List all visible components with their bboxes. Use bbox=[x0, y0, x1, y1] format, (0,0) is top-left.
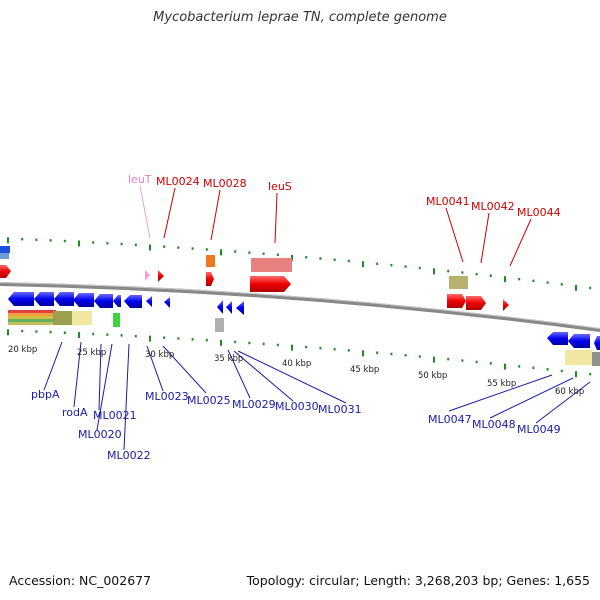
gene-ML0024-arrow bbox=[158, 270, 164, 282]
gene-leuS-box bbox=[251, 258, 292, 272]
gene-rodA-arrow bbox=[34, 292, 54, 306]
feature-lightblue-small bbox=[0, 253, 9, 259]
scale-label: 20 kbp bbox=[8, 345, 37, 355]
gene-ML0031-arrow bbox=[236, 301, 244, 315]
label-ML0029: ML0029 bbox=[232, 398, 276, 411]
gene-ML0042-arrow bbox=[466, 296, 486, 310]
feature-yellow-box bbox=[565, 350, 592, 365]
gene-ML0041-box bbox=[449, 276, 468, 289]
label-ML0022: ML0022 bbox=[107, 449, 151, 462]
gene-ML0047-arrow bbox=[547, 332, 568, 345]
label-ML0049: ML0049 bbox=[517, 423, 561, 436]
lower-tick-track bbox=[7, 329, 592, 378]
label-ML0024: ML0024 bbox=[156, 175, 200, 188]
gene-pbpA-arrow bbox=[8, 292, 34, 306]
forward-feature-track bbox=[0, 246, 509, 311]
label-ML0023: ML0023 bbox=[145, 390, 189, 403]
label-ML0021: ML0021 bbox=[93, 409, 137, 422]
scale-label: 40 kbp bbox=[282, 359, 311, 369]
genome-backbone bbox=[0, 282, 600, 332]
scale-label: 55 kbp bbox=[487, 379, 516, 389]
gene-ML0028-box bbox=[206, 255, 215, 267]
gene-arrow-small-2 bbox=[164, 297, 170, 308]
label-ML0030: ML0030 bbox=[275, 400, 319, 413]
gene-arrow-small bbox=[113, 295, 121, 307]
map-title: Mycobacterium leprae TN, complete genome bbox=[153, 10, 447, 25]
label-ML0025: ML0025 bbox=[187, 394, 231, 407]
striped-feature-block bbox=[8, 310, 120, 327]
gene-ML0020-arrow bbox=[54, 292, 74, 306]
gene-ML0022-arrow bbox=[94, 294, 113, 308]
gene-ML0028-arrow bbox=[206, 272, 214, 286]
label-ML0028: ML0028 bbox=[203, 177, 247, 190]
gene-ML0021-arrow bbox=[73, 293, 94, 307]
label-ML0044: ML0044 bbox=[517, 206, 561, 219]
feature-grey-box-2 bbox=[592, 352, 600, 366]
gene-ML0023-arrow bbox=[124, 295, 142, 308]
gene-ML0030-arrow bbox=[226, 301, 232, 314]
label-ML0047: ML0047 bbox=[428, 413, 472, 426]
scale-label: 30 kbp bbox=[145, 350, 174, 360]
bottom-gene-labels: pbpA rodA ML0021 ML0020 ML0022 ML0023 ML… bbox=[31, 388, 561, 462]
scale-label: 45 kbp bbox=[350, 365, 379, 375]
label-ML0020: ML0020 bbox=[78, 428, 122, 441]
trna-leuT-arrow bbox=[145, 270, 150, 281]
gene-ML0025-arrow bbox=[146, 296, 152, 307]
label-ML0042: ML0042 bbox=[471, 200, 515, 213]
label-pbpA: pbpA bbox=[31, 388, 60, 401]
top-leader-lines bbox=[139, 185, 532, 267]
gene-ML0041-arrow bbox=[447, 294, 466, 308]
gene-ML0044-arrow bbox=[503, 299, 509, 311]
scale-label: 35 kbp bbox=[214, 354, 243, 364]
upper-tick-track bbox=[7, 237, 592, 291]
gene-arrow-forward bbox=[0, 265, 11, 278]
label-rodA: rodA bbox=[62, 406, 88, 419]
gene-ML0029-arrow bbox=[217, 300, 223, 314]
accession-text: Accession: NC_002677 bbox=[9, 573, 152, 588]
reverse-feature-track bbox=[8, 292, 600, 366]
topology-summary: Topology: circular; Length: 3,268,203 bp… bbox=[246, 573, 590, 588]
label-leuS: leuS bbox=[268, 180, 292, 193]
scale-label: 60 kbp bbox=[555, 387, 584, 397]
scale-label: 50 kbp bbox=[418, 371, 447, 381]
label-ML0041: ML0041 bbox=[426, 195, 470, 208]
label-ML0048: ML0048 bbox=[472, 418, 516, 431]
gene-ML0048-arrow bbox=[568, 334, 590, 348]
label-ML0031: ML0031 bbox=[318, 403, 362, 416]
bottom-leader-lines bbox=[43, 341, 591, 451]
scale-label: 25 kbp bbox=[77, 348, 106, 358]
label-leuT: leuT bbox=[128, 173, 152, 186]
gene-ML0049-arrow bbox=[594, 336, 600, 350]
feature-blue-small bbox=[0, 246, 10, 253]
gene-grey-box bbox=[215, 318, 224, 332]
top-gene-labels: leuT ML0024 ML0028 leuS ML0041 ML0042 ML… bbox=[128, 173, 561, 219]
scale-labels: 20 kbp 25 kbp 30 kbp 35 kbp 40 kbp 45 kb… bbox=[8, 345, 584, 397]
gene-leuS-arrow bbox=[250, 276, 291, 292]
